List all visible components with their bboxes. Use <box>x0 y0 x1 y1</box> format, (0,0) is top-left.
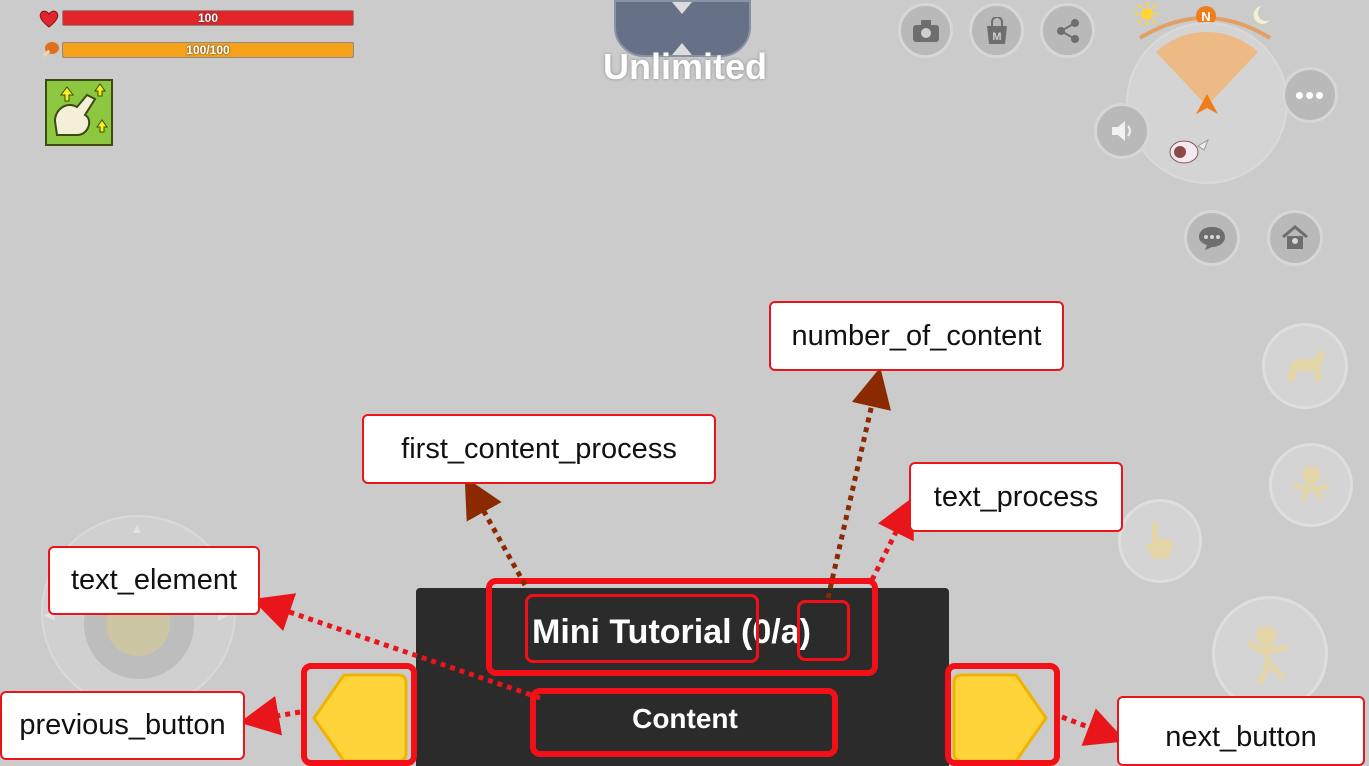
camera-button[interactable] <box>898 3 953 58</box>
mode-label: Unlimited <box>602 46 767 87</box>
shop-icon: M <box>986 16 1007 44</box>
interact-button[interactable] <box>1118 499 1202 583</box>
emote-button[interactable] <box>1269 443 1353 527</box>
annotation-first-content-process: first_content_process <box>362 414 716 484</box>
joystick-up-icon: ▲ <box>130 520 144 536</box>
emote-icon <box>1292 466 1330 502</box>
number-of-content-highlight <box>797 600 850 661</box>
speaker-icon <box>1112 121 1131 141</box>
annotation-previous-button: previous_button <box>0 691 245 760</box>
mode-toggle-button[interactable] <box>614 0 751 57</box>
annotation-text-element: text_element <box>48 546 260 615</box>
meat-icon <box>42 42 59 58</box>
tutorial-content: Content <box>632 703 738 734</box>
mount-button[interactable] <box>1262 323 1348 409</box>
text-process-highlight <box>486 578 878 676</box>
stamina-value: 100/100 <box>186 43 230 57</box>
tutorial-title: Mini Tutorial <box>532 613 732 651</box>
mini-tutorial-panel <box>416 588 949 766</box>
home-icon <box>1282 225 1308 249</box>
annotation-next-button: next_button <box>1117 696 1365 766</box>
minimap[interactable] <box>1126 22 1288 184</box>
player-arrow-icon <box>1196 94 1218 114</box>
chevron-icon <box>672 2 692 55</box>
hp-bar: 100 <box>62 10 354 26</box>
tutorial-progress-total: /a) <box>771 613 811 651</box>
joystick-left-icon: ◀ <box>44 606 55 622</box>
sun-icon <box>1135 2 1159 26</box>
day-cycle-arc: N <box>1135 2 1272 40</box>
heart-icon <box>39 10 59 28</box>
annotation-number-of-content: number_of_content <box>769 301 1064 371</box>
north-label: N <box>1201 9 1210 24</box>
svg-text:M: M <box>992 31 1001 43</box>
stamina-bar: 100/100 <box>62 42 354 58</box>
interact-hand-icon <box>1145 522 1173 559</box>
hp-value: 100 <box>197 11 219 25</box>
mount-icon <box>1287 349 1325 381</box>
first-content-process-highlight <box>525 594 759 663</box>
chat-icon <box>1199 227 1225 250</box>
home-button[interactable] <box>1267 210 1323 266</box>
annotation-text-process: text_process <box>909 462 1123 532</box>
jump-icon <box>1247 626 1289 685</box>
strength-buff-icon[interactable] <box>45 79 113 146</box>
more-button[interactable]: ••• <box>1282 67 1338 123</box>
next-button-highlight <box>945 663 1060 766</box>
share-icon <box>1056 18 1079 43</box>
sound-button[interactable] <box>1094 103 1150 159</box>
camera-icon <box>912 19 939 42</box>
previous-button-highlight <box>301 663 417 766</box>
chat-button[interactable] <box>1184 210 1240 266</box>
share-button[interactable] <box>1040 3 1095 58</box>
text-element-highlight <box>530 688 838 757</box>
pet-icon <box>1160 132 1210 168</box>
shop-button[interactable]: M <box>969 3 1024 58</box>
moon-icon <box>1253 6 1270 24</box>
